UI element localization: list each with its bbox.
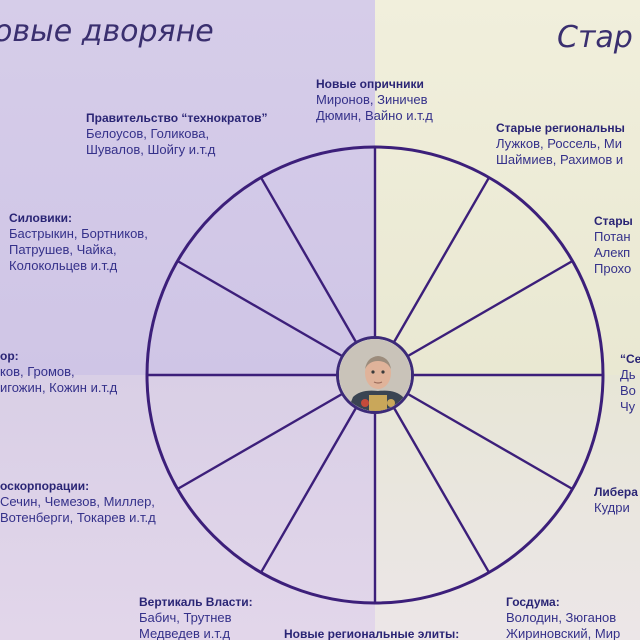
label-title: ор:	[0, 349, 19, 363]
lower-right-background	[375, 375, 640, 640]
label-title: Силовики:	[9, 211, 72, 225]
wheel-spoke	[176, 392, 343, 491]
new-nobility-background	[0, 0, 375, 375]
old-nobility-background	[375, 0, 640, 375]
label-line: Шувалов, Шойгу и.т.д	[86, 142, 216, 157]
lower-left-background	[0, 375, 375, 640]
label-title: Старые региональны	[496, 121, 625, 135]
label-siloviki: Силовики: Бастрыкин, Бортников, Патрушев…	[9, 211, 148, 274]
label-line: Патрушев, Чайка,	[9, 242, 117, 257]
label-line: Колокольцев и.т.д	[9, 258, 118, 273]
label-goskorporacii: оскорпорации: Сечин, Чемезов, Миллер, Во…	[0, 479, 156, 526]
label-novye-regionalnye: Новые региональные элиты:	[284, 627, 459, 640]
label-title: Новые региональные элиты:	[284, 627, 460, 640]
heading-old-nobility: Стар	[557, 20, 633, 55]
label-title: “Се	[620, 352, 640, 366]
label-line: Володин, Зюганов	[506, 610, 617, 625]
label-line: Бастрыкин, Бортников,	[9, 226, 148, 241]
wheel-spoke	[176, 259, 343, 358]
label-starye-regionalnye: Старые региональны Лужков, Россель, Ми Ш…	[496, 121, 625, 168]
label-pravitelstvo: Правительство “технократов” Белоусов, Го…	[86, 111, 267, 158]
label-line: игожин, Кожин и.т.д	[0, 380, 118, 395]
label-title: Либера	[594, 485, 638, 499]
portrait-icon	[339, 339, 411, 411]
label-title: Госдума:	[506, 595, 560, 609]
label-line: Алекп	[594, 245, 631, 260]
label-line: Миронов, Зиничев	[316, 92, 428, 107]
label-line: Чу	[620, 399, 636, 414]
label-vertikal: Вертикаль Власти: Бабич, Трутнев Медведе…	[139, 595, 253, 640]
label-line: Дь	[620, 367, 636, 382]
label-line: Сечин, Чемезов, Миллер,	[0, 494, 155, 509]
label-title: Стары	[594, 214, 633, 228]
label-line: Жириновский, Мир	[506, 626, 621, 640]
label-gosduma: Госдума: Володин, Зюганов Жириновский, М…	[506, 595, 620, 640]
label-line: Потан	[594, 229, 631, 244]
label-line: Дюмин, Вайно и.т.д	[316, 108, 433, 123]
label-line: Во	[620, 383, 636, 398]
wheel-spoke	[392, 176, 491, 343]
wheel-spoke	[407, 392, 574, 491]
label-title: Правительство “технократов”	[86, 111, 268, 125]
label-line: Белоусов, Голикова,	[86, 126, 210, 141]
wheel-spoke	[259, 176, 358, 343]
label-line: ков, Громов,	[0, 364, 75, 379]
label-title: Вертикаль Власти:	[139, 595, 253, 609]
label-title: оскорпорации:	[0, 479, 90, 493]
label-line: Кудри	[594, 500, 630, 515]
wheel-spoke	[259, 407, 358, 574]
label-se: “Се Дь Во Чу	[620, 352, 640, 415]
label-line: Прохо	[594, 261, 632, 276]
label-novye-oprichniki: Новые опричники Миронов, Зиничев Дюмин, …	[316, 77, 433, 124]
wheel-spoke	[392, 407, 491, 574]
label-line: Медведев и.т.д	[139, 626, 231, 640]
label-line: Шаймиев, Рахимов и	[496, 152, 624, 167]
wheel-spoke	[407, 259, 574, 358]
label-title: Новые опричники	[316, 77, 424, 91]
label-line: Лужков, Россель, Ми	[496, 136, 623, 151]
label-line: Бабич, Трутнев	[139, 610, 232, 625]
center-portrait	[336, 336, 414, 414]
heading-new-nobility: овые дворяне	[0, 14, 214, 49]
label-stary: Стары Потан Алекп Прохо	[594, 214, 633, 277]
label-line: Вотенберги, Токарев и.т.д	[0, 510, 156, 525]
label-libera: Либера Кудри	[594, 485, 638, 516]
label-vor: ор: ков, Громов, игожин, Кожин и.т.д	[0, 349, 117, 396]
